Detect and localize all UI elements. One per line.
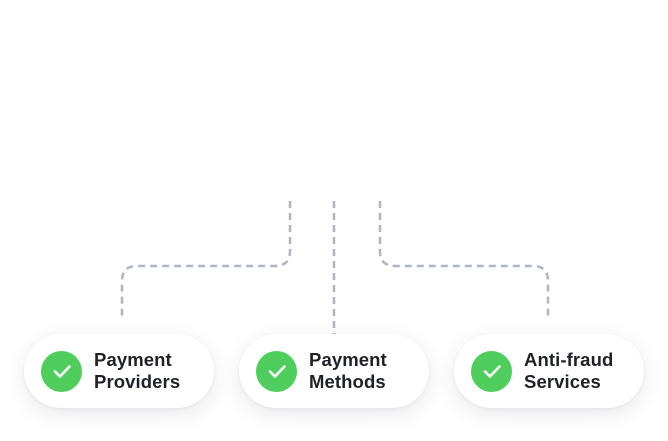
connector-to-payment-providers <box>120 201 292 320</box>
node-label-line1: Payment <box>309 349 387 370</box>
node-anti-fraud-services: Anti-fraud Services <box>454 334 644 408</box>
node-label: Payment Providers <box>94 349 180 393</box>
node-label-line1: Anti-fraud <box>524 349 614 370</box>
checkmark-circle-icon <box>256 350 297 392</box>
checkmark-circle-icon <box>471 350 512 392</box>
node-payment-methods: Payment Methods <box>239 334 429 408</box>
node-label: Payment Methods <box>309 349 387 393</box>
node-label-line2: Providers <box>94 371 181 392</box>
node-label-line2: Services <box>524 371 601 392</box>
node-label-line1: Payment <box>94 349 172 370</box>
connector-to-anti-fraud-services <box>378 201 550 320</box>
checkmark-circle-icon <box>41 350 82 392</box>
node-payment-providers: Payment Providers <box>24 334 214 408</box>
node-label: Anti-fraud Services <box>524 349 613 393</box>
node-label-line2: Methods <box>309 371 386 392</box>
